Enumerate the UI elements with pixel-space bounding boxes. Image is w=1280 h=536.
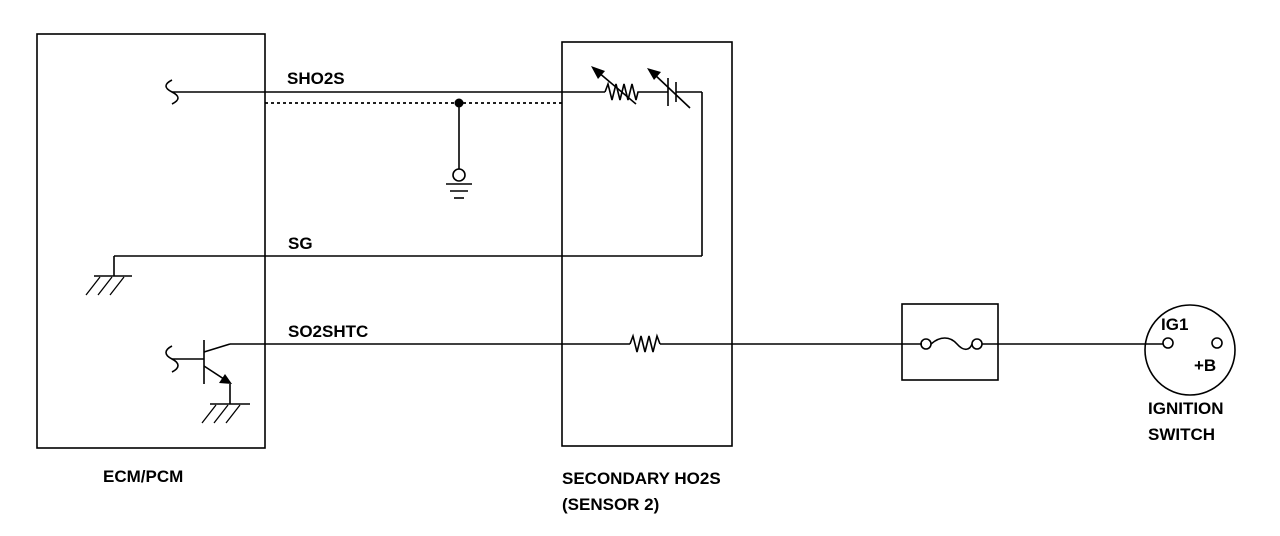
chassis-ground-icon bbox=[446, 183, 472, 199]
variable-cell-icon bbox=[646, 68, 702, 109]
ig1-label: IG1 bbox=[1161, 315, 1188, 334]
sensor-label-line2: (SENSOR 2) bbox=[562, 495, 659, 514]
sho2s-label: SHO2S bbox=[287, 69, 345, 88]
ignition-label-line2: SWITCH bbox=[1148, 425, 1215, 444]
fuse-box bbox=[901, 303, 999, 381]
so2shtc-label: SO2SHTC bbox=[288, 322, 368, 341]
ecm-pcm-label: ECM/PCM bbox=[103, 467, 183, 486]
secondary-ho2s-box bbox=[561, 41, 733, 447]
transistor-ground-icon bbox=[201, 403, 250, 424]
heater-resistor-icon bbox=[629, 333, 661, 353]
sensor-label-line1: SECONDARY HO2S bbox=[562, 469, 721, 488]
ecm-ground-icon bbox=[85, 275, 132, 296]
fuse-icon bbox=[920, 337, 983, 351]
ignition-label-line1: IGNITION bbox=[1148, 399, 1224, 418]
b-plus-label: +B bbox=[1194, 356, 1216, 375]
transistor-icon bbox=[203, 340, 232, 384]
b-plus-terminal bbox=[1211, 337, 1223, 349]
ignition-switch-circle bbox=[1144, 304, 1236, 396]
variable-resistor-icon bbox=[591, 66, 646, 105]
shield-ground-terminal bbox=[452, 168, 466, 182]
ecm-pcm-box bbox=[36, 33, 266, 449]
ig1-terminal bbox=[1162, 337, 1174, 349]
sg-label: SG bbox=[288, 234, 313, 253]
